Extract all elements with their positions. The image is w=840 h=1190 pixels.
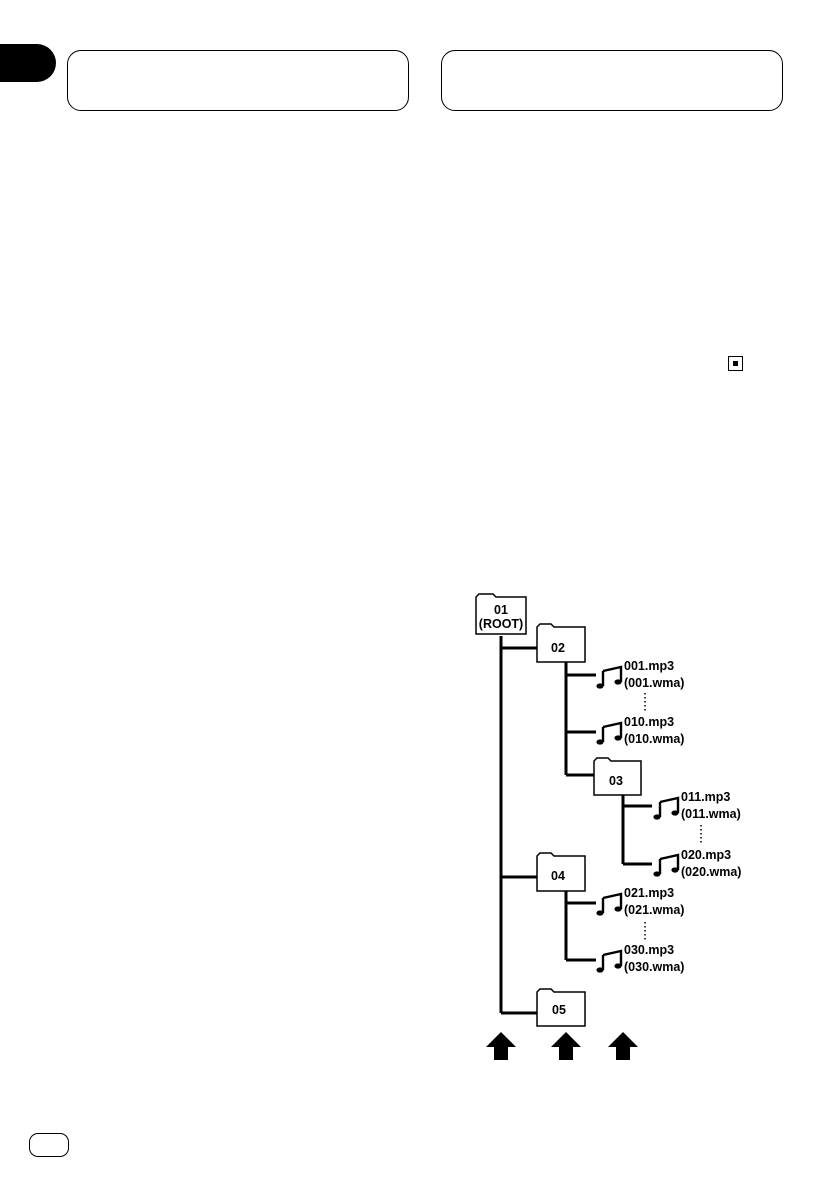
header-box-right bbox=[441, 50, 783, 111]
folder-icon: 05 bbox=[536, 988, 586, 1027]
file-label: 021.mp3 bbox=[624, 886, 674, 900]
file-label: (001.wma) bbox=[624, 676, 684, 690]
music-note-icon bbox=[595, 665, 623, 690]
file-label: 001.mp3 bbox=[624, 659, 674, 673]
folder-icon: 02 bbox=[536, 623, 586, 663]
folder-icon: 01 (ROOT) bbox=[475, 593, 527, 635]
file-label: 030.mp3 bbox=[624, 943, 674, 957]
up-arrow-icon bbox=[608, 1032, 638, 1060]
music-note-icon bbox=[595, 892, 623, 917]
ellipsis-dots bbox=[644, 693, 702, 941]
end-mark-icon bbox=[728, 356, 743, 371]
folder-root-label: 01 bbox=[494, 603, 508, 617]
file-label: 020.mp3 bbox=[681, 848, 731, 862]
folder-root-sublabel: (ROOT) bbox=[479, 617, 523, 631]
music-note-icon bbox=[595, 721, 623, 746]
file-label: (010.wma) bbox=[624, 732, 684, 746]
folder-04-label: 04 bbox=[551, 869, 565, 883]
music-note-icon bbox=[652, 796, 680, 821]
folder-03-label: 03 bbox=[609, 774, 623, 788]
section-tab bbox=[0, 44, 56, 82]
page-number-badge bbox=[29, 1133, 69, 1157]
file-label: (011.wma) bbox=[681, 807, 741, 821]
folder-icon: 03 bbox=[593, 757, 642, 796]
header-box-left bbox=[67, 50, 409, 111]
file-label: 010.mp3 bbox=[624, 715, 674, 729]
up-arrow-icon bbox=[551, 1032, 581, 1060]
music-note-icon bbox=[652, 853, 680, 878]
folder-05-label: 05 bbox=[552, 1003, 566, 1017]
folder-icon: 04 bbox=[536, 852, 586, 892]
up-arrow-icon bbox=[486, 1032, 516, 1060]
file-label: 011.mp3 bbox=[681, 790, 730, 804]
music-note-icon bbox=[595, 949, 623, 974]
file-label: (021.wma) bbox=[624, 903, 684, 917]
folder-02-label: 02 bbox=[551, 641, 565, 655]
tree-connectors bbox=[499, 636, 652, 1015]
file-label: (030.wma) bbox=[624, 960, 684, 974]
file-label: (020.wma) bbox=[681, 865, 741, 879]
